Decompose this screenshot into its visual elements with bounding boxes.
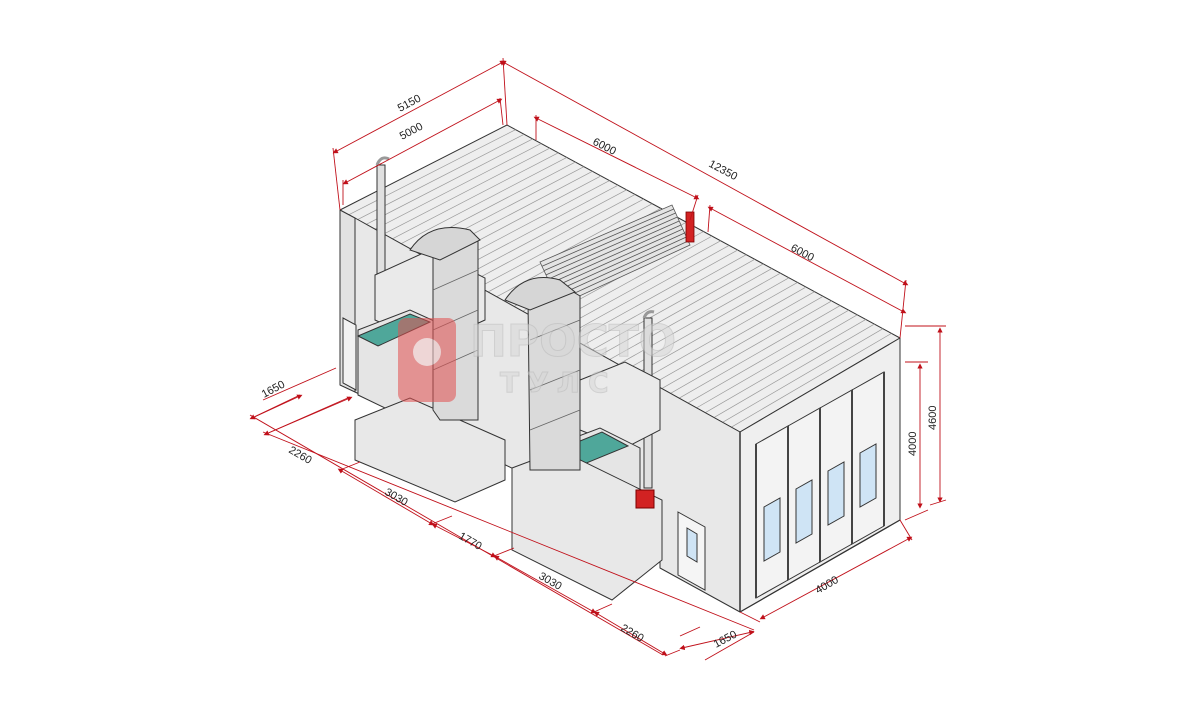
rear-door[interactable] bbox=[342, 317, 357, 391]
roof-rib bbox=[696, 314, 858, 409]
dim-4000-height: 4000 bbox=[907, 432, 919, 456]
dim-2260-top: 2260 bbox=[287, 444, 314, 467]
dim-1650-top: 1650 bbox=[260, 379, 287, 401]
dim-12350: 12350 bbox=[707, 158, 740, 183]
dim-4000-front: 4000 bbox=[814, 574, 841, 597]
dim-1650-bottom: 1650 bbox=[712, 629, 739, 651]
roof-rib bbox=[713, 323, 875, 418]
dim-2260-bottom: 2260 bbox=[619, 622, 646, 645]
roof-rib bbox=[731, 333, 892, 428]
dim-5150: 5150 bbox=[396, 93, 423, 115]
roof-rib bbox=[687, 309, 849, 404]
service-door[interactable] bbox=[677, 511, 706, 591]
watermark-line2: ТУЛС bbox=[500, 366, 617, 399]
roof-rib bbox=[705, 319, 867, 413]
red-indicator bbox=[685, 211, 695, 243]
dim-5000: 5000 bbox=[398, 121, 425, 143]
burner-red-box bbox=[635, 489, 655, 509]
dim-6000-right: 6000 bbox=[789, 242, 816, 264]
dimension-lines bbox=[249, 57, 947, 661]
roof-rib bbox=[722, 328, 884, 423]
roof-rib bbox=[678, 305, 841, 399]
watermark-line1: ПРОСТО bbox=[470, 316, 676, 367]
dim-6000-left: 6000 bbox=[591, 136, 618, 158]
roof-rib bbox=[670, 300, 832, 394]
watermark: ПРОСТО ТУЛС bbox=[398, 316, 677, 402]
watermark-logo-icon bbox=[398, 318, 456, 402]
dim-4600-height: 4600 bbox=[927, 406, 939, 430]
dim-1770: 1770 bbox=[457, 530, 484, 553]
